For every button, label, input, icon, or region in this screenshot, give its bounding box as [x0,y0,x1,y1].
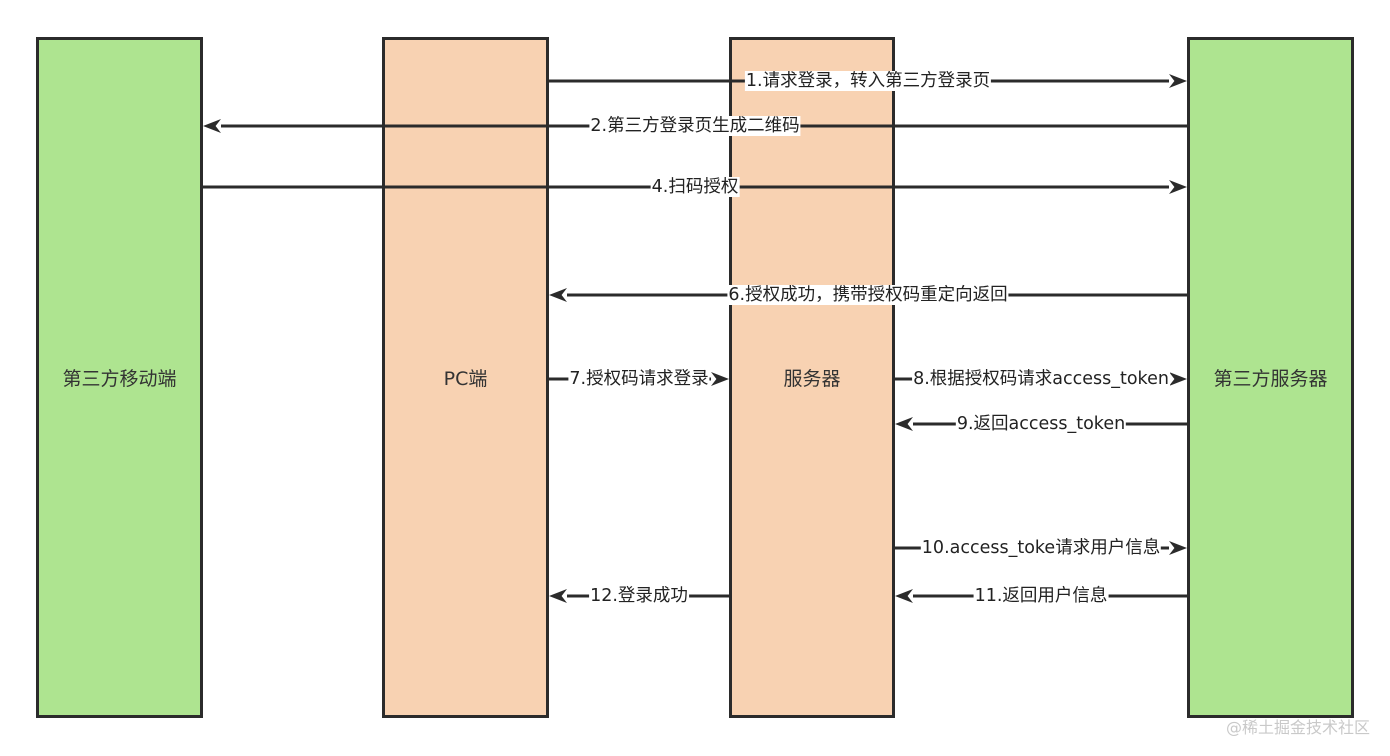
message-label-5: 7.授权码请求登录 [568,369,710,389]
arrowhead-10 [549,589,567,603]
lane-third-party-server: 第三方服务器 [1187,37,1354,718]
message-label-10: 12.登录成功 [589,586,689,606]
lane-third-party-mobile: 第三方移动端 [36,37,203,718]
lane-pc-client: PC端 [382,37,549,718]
message-label-1: 1.请求登录，转入第三方登录页 [744,71,992,91]
arrowhead-5 [711,372,729,386]
arrowhead-7 [895,417,913,431]
message-label-4: 6.授权成功，携带授权码重定向返回 [727,285,1009,305]
message-label-6: 8.根据授权码请求access_token [912,369,1170,389]
arrowhead-4 [549,288,567,302]
message-label-2: 2.第三方登录页生成二维码 [589,116,801,136]
arrowhead-2 [203,119,221,133]
lane-label-server: 服务器 [783,368,841,390]
lane-label-third-server: 第三方服务器 [1213,368,1328,390]
arrowhead-6 [1169,372,1187,386]
message-label-8: 10.access_toke请求用户信息 [920,538,1162,558]
arrowhead-9 [895,589,913,603]
arrowhead-1 [1169,74,1187,88]
arrowhead-8 [1169,541,1187,555]
message-label-9: 11.返回用户信息 [973,586,1109,606]
message-label-7: 9.返回access_token [955,414,1127,434]
lane-label-mobile: 第三方移动端 [62,368,177,390]
lane-label-pc: PC端 [443,368,488,390]
message-label-3: 4.扫码授权 [650,177,740,197]
watermark: @稀土掘金技术社区 [1225,718,1370,737]
arrowhead-3 [1169,180,1187,194]
lane-server: 服务器 [729,37,895,718]
